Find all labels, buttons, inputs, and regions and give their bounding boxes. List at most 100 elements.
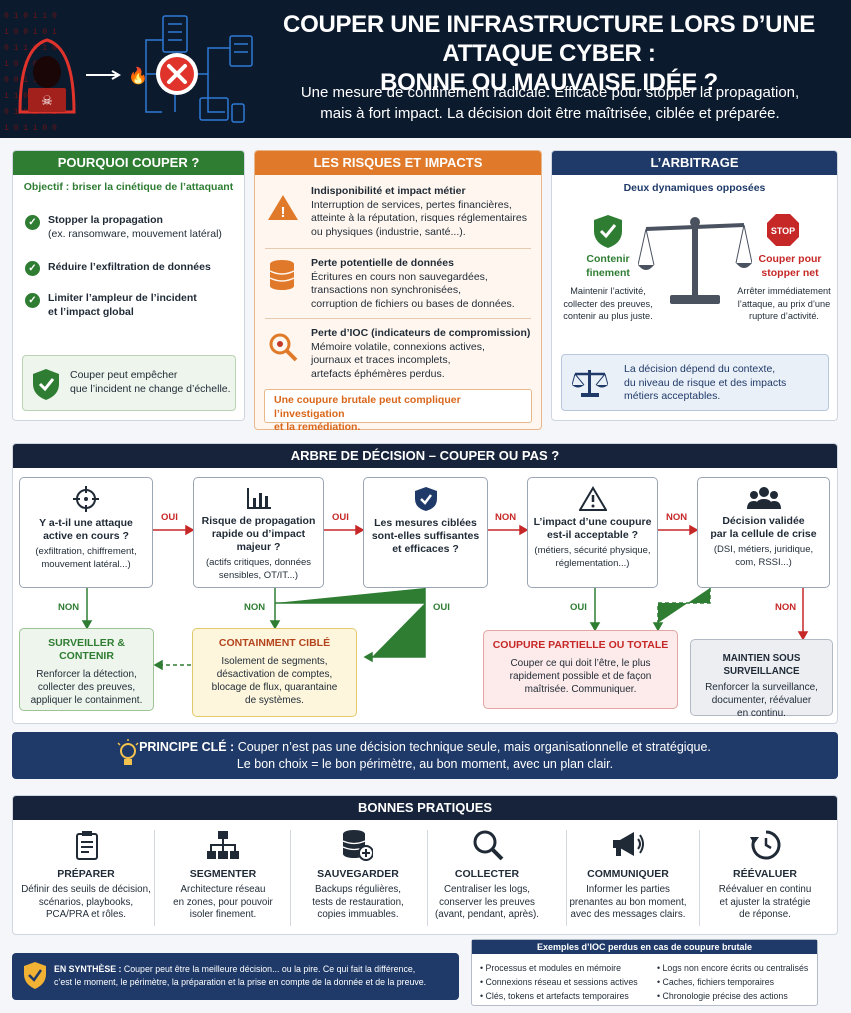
ioc-item: • Chronologie précise des actions xyxy=(657,991,788,1001)
why-objective: Objectif : briser la cinétique de l’atta… xyxy=(23,181,234,193)
practice-prepare: PRÉPARER Définir des seuils de décision,… xyxy=(21,826,151,922)
investigation-icon xyxy=(269,333,298,362)
shield-check-icon xyxy=(33,369,59,400)
synthesis-banner: EN SYNTHÈSE : Couper peut être la meille… xyxy=(12,953,459,1000)
why-item: Stopper la propagation(ex. ransomware, m… xyxy=(48,214,222,240)
shield-check-icon xyxy=(414,487,437,511)
synthesis-text: EN SYNTHÈSE : Couper peut être la meille… xyxy=(54,964,427,987)
network-hierarchy-icon xyxy=(207,831,239,859)
page-title: COUPER UNE INFRASTRUCTURE LORS D’UNE ATT… xyxy=(283,11,815,96)
ioc-item: • Caches, fichiers temporaires xyxy=(657,977,774,987)
no-label: NON xyxy=(775,602,797,613)
arbitrage-note: La décision dépend du contexte,du niveau… xyxy=(624,363,787,402)
ioc-item: • Processus et modules en mémoire xyxy=(480,963,621,973)
decision-tree-title: ARBRE DE DÉCISION – COUPER OU PAS ? xyxy=(13,444,837,468)
svg-text:0 0 1 1 0 1: 0 0 1 1 0 1 xyxy=(4,76,57,85)
ioc-title: Exemples d’IOC perdus en cas de coupure … xyxy=(472,940,817,954)
risks-title: LES RISQUES ET IMPACTS xyxy=(255,151,541,175)
svg-text:0 1 0 1 1 0: 0 1 0 1 1 0 xyxy=(4,12,57,21)
risks-panel: LES RISQUES ET IMPACTS ! Indisponibilité… xyxy=(254,150,542,433)
magnifier-icon xyxy=(473,830,504,861)
best-practices-panel: BONNES PRATIQUES xyxy=(12,795,838,935)
scale-icon xyxy=(572,370,608,397)
header-banner: 0 1 0 1 1 0 1 0 0 1 0 1 0 1 1 0 1 0 1 0 1 … xyxy=(0,0,851,138)
risks-warning: Une coupure brutale peut compliquer l’in… xyxy=(274,394,461,433)
outcome-monitor-contain: SURVEILLER & CONTENIR Renforcer la détec… xyxy=(19,628,154,711)
hacker-icon: ☠ xyxy=(18,38,76,114)
database-icon xyxy=(269,260,295,290)
yes-label: OUI xyxy=(161,512,178,523)
yes-label: OUI xyxy=(433,602,450,613)
page-subtitle: Une mesure de confinement radicale. Effi… xyxy=(300,84,800,122)
check-icon: ✓ xyxy=(25,215,40,230)
why-cut-panel: POURQUOI COUPER ? Objectif : briser la c… xyxy=(12,150,245,421)
svg-text:☠: ☠ xyxy=(41,93,53,108)
arbitrage-panel: L’ARBITRAGE Deux dynamiques opposées Con… xyxy=(551,150,838,421)
no-label: NON xyxy=(244,602,266,613)
outcome-maintain-monitoring: MAINTIEN SOUS SURVEILLANCE Renforcer la … xyxy=(690,639,833,719)
team-icon xyxy=(746,487,781,509)
yes-label: OUI xyxy=(332,512,349,523)
ioc-examples-box: Exemples d’IOC perdus en cas de coupure … xyxy=(471,939,818,1006)
ioc-item: • Logs non encore écrits ou centralisés xyxy=(657,963,809,973)
ioc-item: • Connexions réseau et sessions actives xyxy=(480,977,638,987)
stop-sign-icon: STOP xyxy=(767,214,799,246)
clipboard-icon xyxy=(76,831,98,860)
risks-warning-box: Une coupure brutale peut compliquer l’in… xyxy=(264,389,532,433)
ioc-item: • Clés, tokens et artefacts temporaires xyxy=(480,991,629,1001)
svg-text:0 1 1 0 1 0: 0 1 1 0 1 0 xyxy=(4,44,57,53)
why-cut-title: POURQUOI COUPER ? xyxy=(13,151,244,175)
warning-icon xyxy=(577,486,608,511)
svg-text:STOP: STOP xyxy=(771,226,795,236)
lightbulb-icon xyxy=(117,739,139,765)
no-label: NON xyxy=(666,512,688,523)
svg-text:!: ! xyxy=(281,204,286,221)
flame-icon: 🔥 xyxy=(128,66,148,85)
check-icon: ✓ xyxy=(25,293,40,308)
key-principle-banner: PRINCIPE CLÉ : Couper n’est pas une déci… xyxy=(12,732,838,779)
refresh-clock-icon xyxy=(750,830,781,860)
svg-text:1 0 0 1 0 1: 1 0 0 1 0 1 xyxy=(4,28,57,37)
why-item: Réduire l’exfiltration de données xyxy=(48,261,211,273)
arbitrage-subtitle: Deux dynamiques opposées xyxy=(623,182,766,194)
arbitrage-note-box: La décision dépend du contexte,du niveau… xyxy=(561,354,829,411)
shield-check-icon xyxy=(24,962,46,989)
yes-label: OUI xyxy=(570,602,587,613)
shield-check-icon xyxy=(594,215,622,248)
svg-text:1 0 1 0 0 1: 1 0 1 0 0 1 xyxy=(4,60,57,69)
target-icon xyxy=(73,486,99,512)
chart-icon xyxy=(246,488,271,509)
no-label: NON xyxy=(495,512,517,523)
practice-collect: COLLECTER Centraliser les logs,conserver… xyxy=(418,826,556,922)
outcome-partial-total-cut: COUPURE PARTIELLE OU TOTALE Couper ce qu… xyxy=(483,630,678,709)
outcome-targeted-containment: CONTAINMENT CIBLÉ Isolement de segments,… xyxy=(192,628,357,717)
balance-scale-icon xyxy=(638,217,752,304)
arbitrage-title: L’ARBITRAGE xyxy=(552,151,837,175)
practice-backup: SAUVEGARDER Backups régulières,tests de … xyxy=(293,826,423,922)
no-label: NON xyxy=(58,602,80,613)
check-icon: ✓ xyxy=(25,261,40,276)
database-backup-icon xyxy=(342,830,373,861)
risk-item: Perte d’IOC (indicateurs de compromissio… xyxy=(311,327,531,380)
hacker-network-illustration: 0 1 0 1 1 0 1 0 0 1 0 1 0 1 1 0 1 0 1 0 1 … xyxy=(4,12,253,133)
key-principle-text: PRINCIPE CLÉ : Couper n’est pas une déci… xyxy=(139,740,711,771)
best-practices-title: BONNES PRATIQUES xyxy=(13,796,837,820)
